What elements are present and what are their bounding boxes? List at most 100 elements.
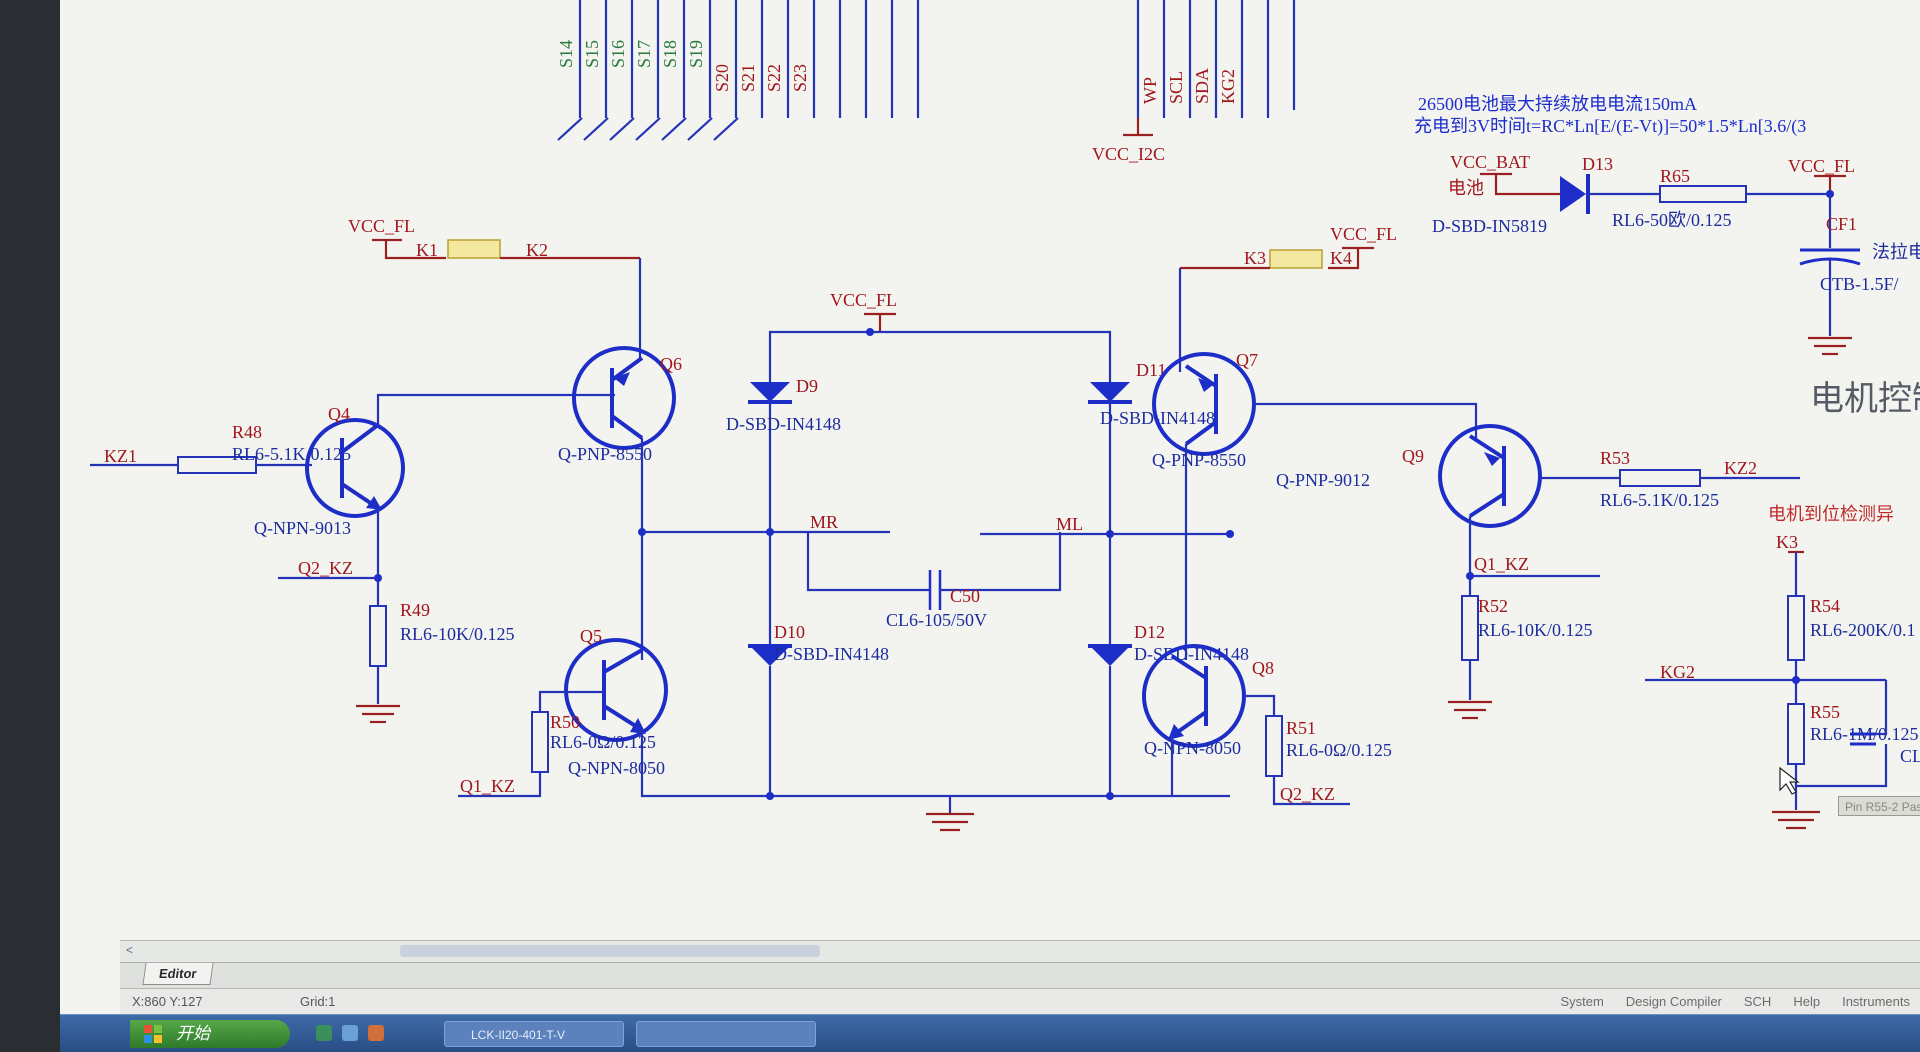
motor-detect-section: 电机控制 电机到位检测异 K3 R54 RL6-200K/0.1 KG2 R55… [1645, 380, 1920, 830]
horizontal-scrollbar[interactable]: < [120, 940, 1920, 963]
net-label-vcc-i2c: VCC_I2C [1092, 144, 1165, 164]
net-label-wp: WP [1140, 77, 1160, 104]
net-label-q2kz-left: Q2_KZ [298, 558, 353, 578]
q5-transistor: Q5 Q-NPN-8050 R50 RL6-0Ω/0.125 Q1_KZ [458, 626, 1110, 798]
start-button[interactable]: 开始 [130, 1020, 290, 1048]
tab-editor[interactable]: Editor [142, 963, 214, 985]
net-label-s17: S17 [634, 40, 654, 68]
net-label-k2: K2 [526, 240, 548, 260]
status-panels: System Design Compiler SCH Help Instrume… [1560, 989, 1910, 1015]
right-driver: Q9 Q-PNP-9012 R53 RL6-5.1K/0.125 KZ2 Q1_… [1276, 424, 1800, 720]
d12-ref: D12 [1134, 622, 1165, 642]
document-tab-bar: Editor [120, 962, 1920, 989]
c51-value: CL6-104 [1900, 746, 1920, 766]
d9-ref: D9 [796, 376, 818, 396]
net-label-kg2: KG2 [1218, 69, 1238, 104]
quick-launch-browser-icon[interactable] [316, 1025, 332, 1041]
k3-k4-connector: VCC_FL K4 K3 [1178, 224, 1397, 372]
r50-ref: R50 [550, 712, 580, 732]
q8-transistor: Q8 Q-NPN-8050 R51 RL6-0Ω/0.125 Q2_KZ [1142, 644, 1392, 806]
note-line1: 26500电池最大持续放电电流150mA [1418, 94, 1697, 114]
q4-ref: Q4 [328, 404, 350, 424]
q7-transistor: Q7 Q-PNP-8550 [1152, 350, 1478, 660]
net-label-s14: S14 [556, 40, 576, 68]
r50-value: RL6-0Ω/0.125 [550, 732, 656, 752]
net-label-s22: S22 [764, 64, 784, 92]
net-label-vcc-bat: VCC_BAT [1450, 152, 1530, 172]
net-label-sda: SDA [1192, 68, 1212, 104]
r48-ref: R48 [232, 422, 262, 442]
net-label-q2kz-right: Q2_KZ [1280, 784, 1335, 804]
net-label-kz1: KZ1 [104, 446, 137, 466]
net-label-k1: K1 [416, 240, 438, 260]
battery-section: 26500电池最大持续放电电流150mA 充电到3V时间t=RC*Ln[E/(E… [1414, 94, 1920, 356]
r65-ref: R65 [1660, 166, 1690, 186]
net-label-s16: S16 [608, 40, 628, 68]
d13-ref: D13 [1582, 154, 1613, 174]
q4-value: Q-NPN-9013 [254, 518, 351, 538]
note-line2: 充电到3V时间t=RC*Ln[E/(E-Vt)]=50*1.5*Ln[3.6/(… [1414, 116, 1806, 137]
scroll-left-icon[interactable]: < [126, 943, 134, 957]
d13-value: D-SBD-IN5819 [1432, 216, 1547, 236]
q6-value: Q-PNP-8550 [558, 444, 652, 464]
r51-ref: R51 [1286, 718, 1316, 738]
start-label: 开始 [176, 1024, 210, 1043]
status-sch[interactable]: SCH [1743, 994, 1772, 1009]
scroll-thumb[interactable] [400, 945, 820, 957]
status-design-compiler[interactable]: Design Compiler [1625, 994, 1722, 1009]
quick-launch-app-icon[interactable] [368, 1025, 384, 1041]
net-label-s19: S19 [686, 40, 706, 68]
net-label-vcc-fl-right: VCC_FL [1788, 156, 1855, 176]
taskbar-item-lck[interactable]: LCK-II20-401-T-V [444, 1021, 624, 1047]
motor-control-title: 电机控制 [1810, 380, 1920, 418]
left-driver: KZ1 R48 RL6-5.1K/0.125 Q4 Q-NPN-9013 Q2_… [90, 393, 615, 724]
r65-value: RL6-50欧/0.125 [1612, 210, 1732, 230]
cursor-coordinates: X:860 Y:127 [132, 994, 203, 1009]
r55-ref: R55 [1810, 702, 1840, 722]
quick-launch-explorer-icon[interactable] [342, 1025, 358, 1041]
net-label-vcc-fl-k4: VCC_FL [1330, 224, 1397, 244]
cf1-value: CTB-1.5F/ [1820, 274, 1899, 294]
battery-label: 电池 [1448, 178, 1484, 198]
schematic-canvas[interactable]: S14 S15 S16 S17 S18 S19 S20 S21 S22 S23 … [60, 0, 1920, 940]
motor-detect-note: 电机到位检测异 [1768, 504, 1894, 524]
net-label-vcc-fl-k1: VCC_FL [348, 216, 415, 236]
net-label-s18: S18 [660, 40, 680, 68]
q9-ref: Q9 [1402, 446, 1424, 466]
q6-transistor: Q6 Q-PNP-8550 [558, 346, 890, 660]
r54-value: RL6-200K/0.1 [1810, 620, 1916, 640]
h-bridge: VCC_FL D9 D-SBD-IN4148 D11 D-SBD-IN4148 … [726, 290, 1249, 832]
status-help[interactable]: Help [1793, 994, 1821, 1009]
r53-value: RL6-5.1K/0.125 [1600, 490, 1719, 510]
schematic-sheet[interactable]: S14 S15 S16 S17 S18 S19 S20 S21 S22 S23 … [60, 0, 1920, 940]
net-label-kg2-right: KG2 [1660, 662, 1695, 682]
switch-bus [557, 0, 1296, 141]
r53-ref: R53 [1600, 448, 1630, 468]
r52-value: RL6-10K/0.125 [1478, 620, 1593, 640]
q6-ref: Q6 [660, 354, 682, 374]
pin-tooltip: Pin R55-2 Passive [1838, 796, 1920, 816]
windows-taskbar: 开始 LCK-II20-401-T-V [60, 1014, 1920, 1052]
net-label-mr: MR [810, 512, 838, 532]
status-instruments[interactable]: Instruments [1842, 994, 1910, 1009]
status-system[interactable]: System [1560, 994, 1604, 1009]
r54-ref: R54 [1810, 596, 1840, 616]
c50-value: CL6-105/50V [886, 610, 987, 630]
windows-logo-icon [144, 1025, 162, 1043]
net-label-k3: K3 [1244, 248, 1266, 268]
r49-ref: R49 [400, 600, 430, 620]
taskbar-item-schematic[interactable] [636, 1021, 816, 1047]
c50-ref: C50 [950, 586, 980, 606]
r51-value: RL6-0Ω/0.125 [1286, 740, 1392, 760]
net-label-ml: ML [1056, 514, 1083, 534]
r49-value: RL6-10K/0.125 [400, 624, 515, 644]
k1-k2-connector: VCC_FL K1 K2 [348, 216, 642, 360]
i2c-labels: WP SCL SDA KG2 VCC_I2C [1092, 68, 1238, 164]
grid-size: Grid:1 [300, 994, 336, 1009]
q5-value: Q-NPN-8050 [568, 758, 665, 778]
switch-labels-red: S20 S21 S22 S23 [712, 64, 810, 92]
d11-ref: D11 [1136, 360, 1166, 380]
net-label-k4: K4 [1330, 248, 1352, 268]
cf1-ref: CF1 [1826, 214, 1857, 234]
q9-value: Q-PNP-9012 [1276, 470, 1370, 490]
